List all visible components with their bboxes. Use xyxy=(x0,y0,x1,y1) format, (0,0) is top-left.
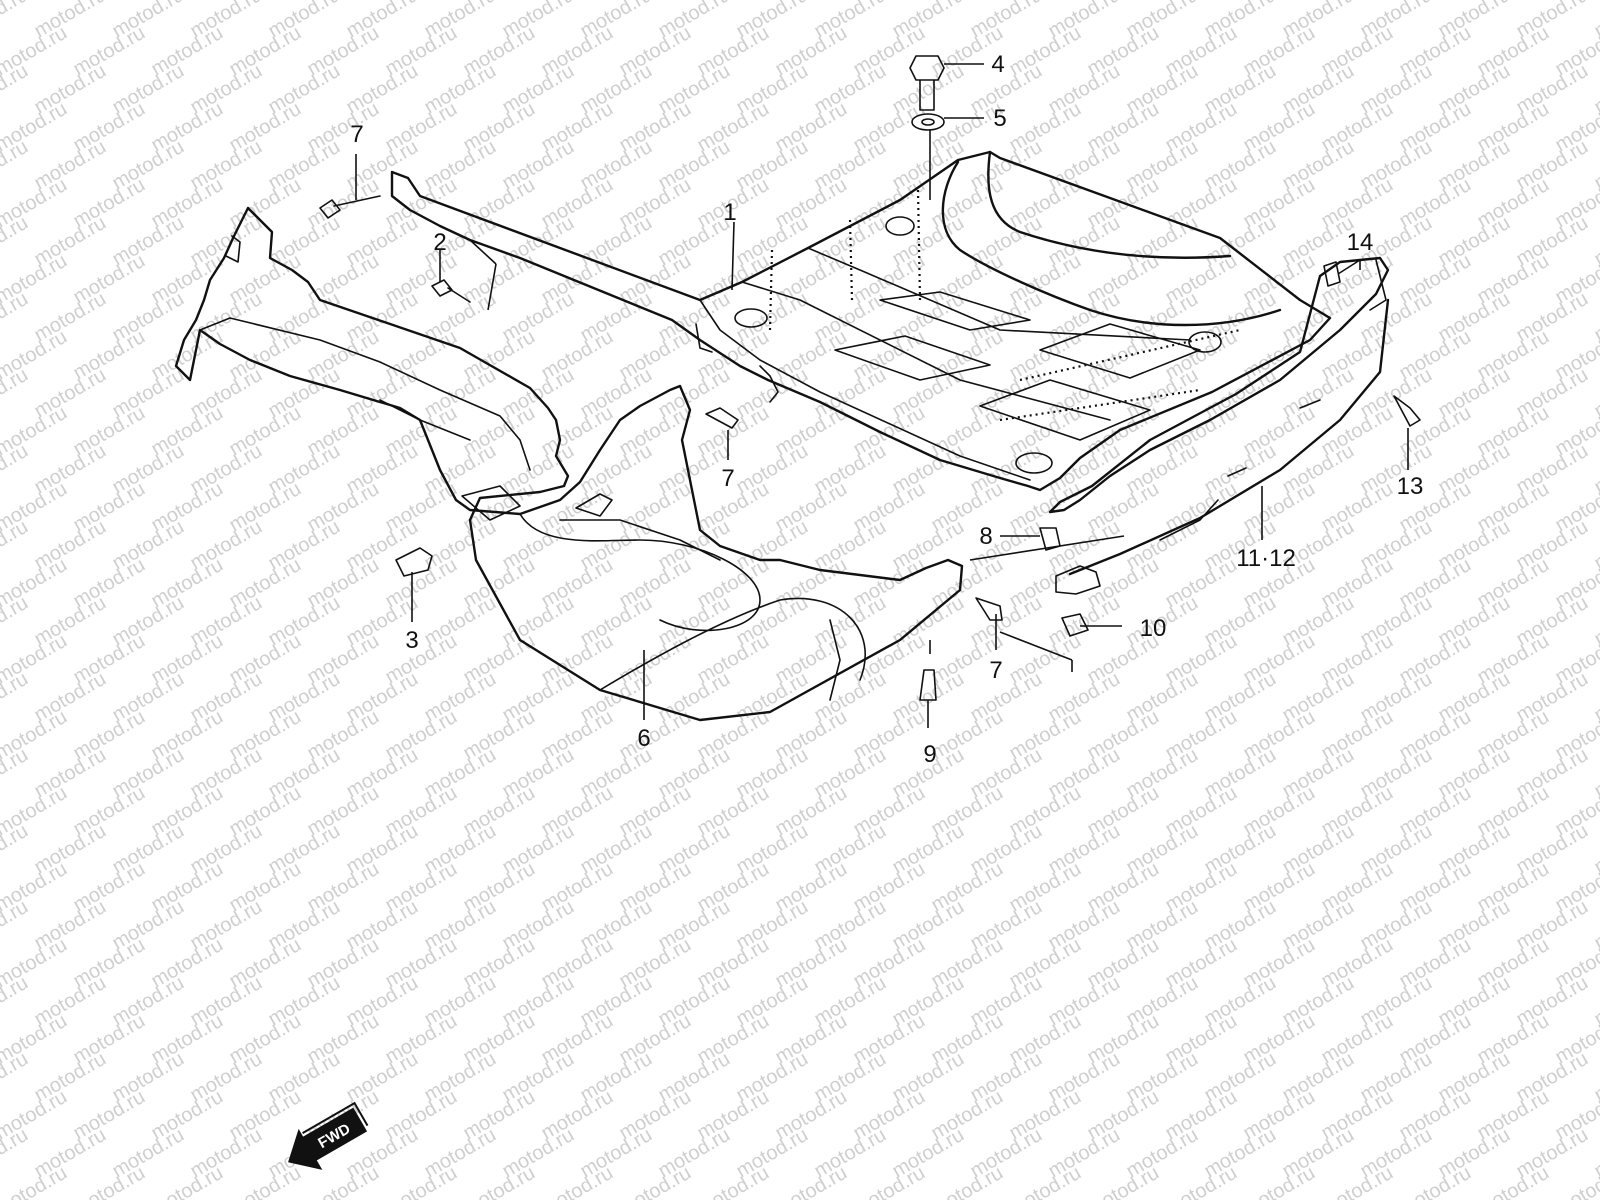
watermark-text: motod.ru xyxy=(226,1162,305,1200)
callout-5: 5 xyxy=(993,105,1006,132)
watermark-text: motod.ru xyxy=(1240,1162,1319,1200)
callout-8: 8 xyxy=(979,523,992,550)
clip-10-icon xyxy=(1061,613,1089,637)
watermark-text: motod.ru xyxy=(0,364,32,423)
leader-lines xyxy=(355,63,1409,728)
callout-1: 1 xyxy=(723,199,736,226)
part-left-side-cover xyxy=(174,206,964,722)
watermark-text: motod.ru xyxy=(928,1162,1007,1200)
part-right-side-rail xyxy=(1048,256,1390,595)
watermark-text: motod.ru xyxy=(0,592,32,651)
callout-13: 13 xyxy=(1397,473,1424,500)
callout-2: 2 xyxy=(433,229,446,256)
watermark-text: motod.ru xyxy=(0,972,32,1031)
fasteners xyxy=(319,55,1421,701)
watermark-text: motod.ru xyxy=(460,1162,539,1200)
part-floor-board xyxy=(390,150,1332,492)
screw-7b-icon xyxy=(705,407,739,429)
bolt-4-icon xyxy=(909,55,945,111)
watermark-text: motod.ru xyxy=(1162,1162,1241,1200)
callout-3: 3 xyxy=(405,627,418,654)
watermark-text: motod.ru xyxy=(616,1162,695,1200)
watermark-text: motod.ru xyxy=(0,1124,32,1183)
callout-14: 14 xyxy=(1347,229,1374,256)
watermark-text: motod.ru xyxy=(0,0,32,42)
fwd-arrow-icon: FWD xyxy=(288,1101,369,1170)
watermark-text: motod.ru xyxy=(1084,1162,1163,1200)
callout-10: 10 xyxy=(1140,615,1167,642)
watermark-text: motod.ru xyxy=(850,1162,929,1200)
watermark-text: motod.ru xyxy=(0,516,32,575)
callout-9: 9 xyxy=(923,741,936,768)
watermark-text: motod.ru xyxy=(0,212,32,271)
watermark-text: motod.ru xyxy=(148,1162,227,1200)
callout-4: 4 xyxy=(991,51,1004,78)
callout-7c: 7 xyxy=(989,657,1002,684)
watermark-text: motod.ru xyxy=(0,288,32,347)
clip-3-icon xyxy=(395,547,433,577)
screw-13-icon xyxy=(1393,395,1421,427)
watermark-text: motod.ru xyxy=(0,136,32,195)
callout-7b: 7 xyxy=(721,465,734,492)
screw-9-icon xyxy=(919,669,937,701)
watermark-text: motod.ru xyxy=(1006,1162,1085,1200)
washer-5-icon xyxy=(911,113,945,131)
watermark-text: motod.ru xyxy=(1474,1162,1553,1200)
watermark-text: motod.ru xyxy=(0,440,32,499)
watermark-text: motod.ru xyxy=(1591,0,1600,42)
callout-7a: 7 xyxy=(350,121,363,148)
callout-6: 6 xyxy=(637,725,650,752)
watermark-text: motod.ru xyxy=(538,1162,617,1200)
watermark-text: motod.ru xyxy=(382,1162,461,1200)
watermark-text: motod.ru xyxy=(0,60,32,119)
callouts: 1 2 3 4 5 6 7 7 7 8 9 10 11·12 13 14 xyxy=(350,51,1423,768)
callout-11-12: 11·12 xyxy=(1236,545,1296,572)
watermark-text: motod.ru xyxy=(0,896,32,955)
screw-7c-icon xyxy=(975,597,1003,621)
watermark-text: motod.ru xyxy=(0,668,32,727)
watermark-text: motod.ru xyxy=(0,1048,32,1107)
watermark-text: motod.ru xyxy=(694,1162,773,1200)
watermark-text: motod.ru xyxy=(1396,1162,1475,1200)
clip-14-icon xyxy=(1323,261,1341,287)
watermark-text: motod.ru xyxy=(1318,1162,1397,1200)
screw-7a-icon xyxy=(319,195,381,219)
watermark-text: motod.ru xyxy=(0,744,32,803)
watermark-text: motod.ru xyxy=(70,1162,149,1200)
watermark-text: motod.ru xyxy=(0,820,32,879)
watermark-text: motod.ru xyxy=(772,1162,851,1200)
